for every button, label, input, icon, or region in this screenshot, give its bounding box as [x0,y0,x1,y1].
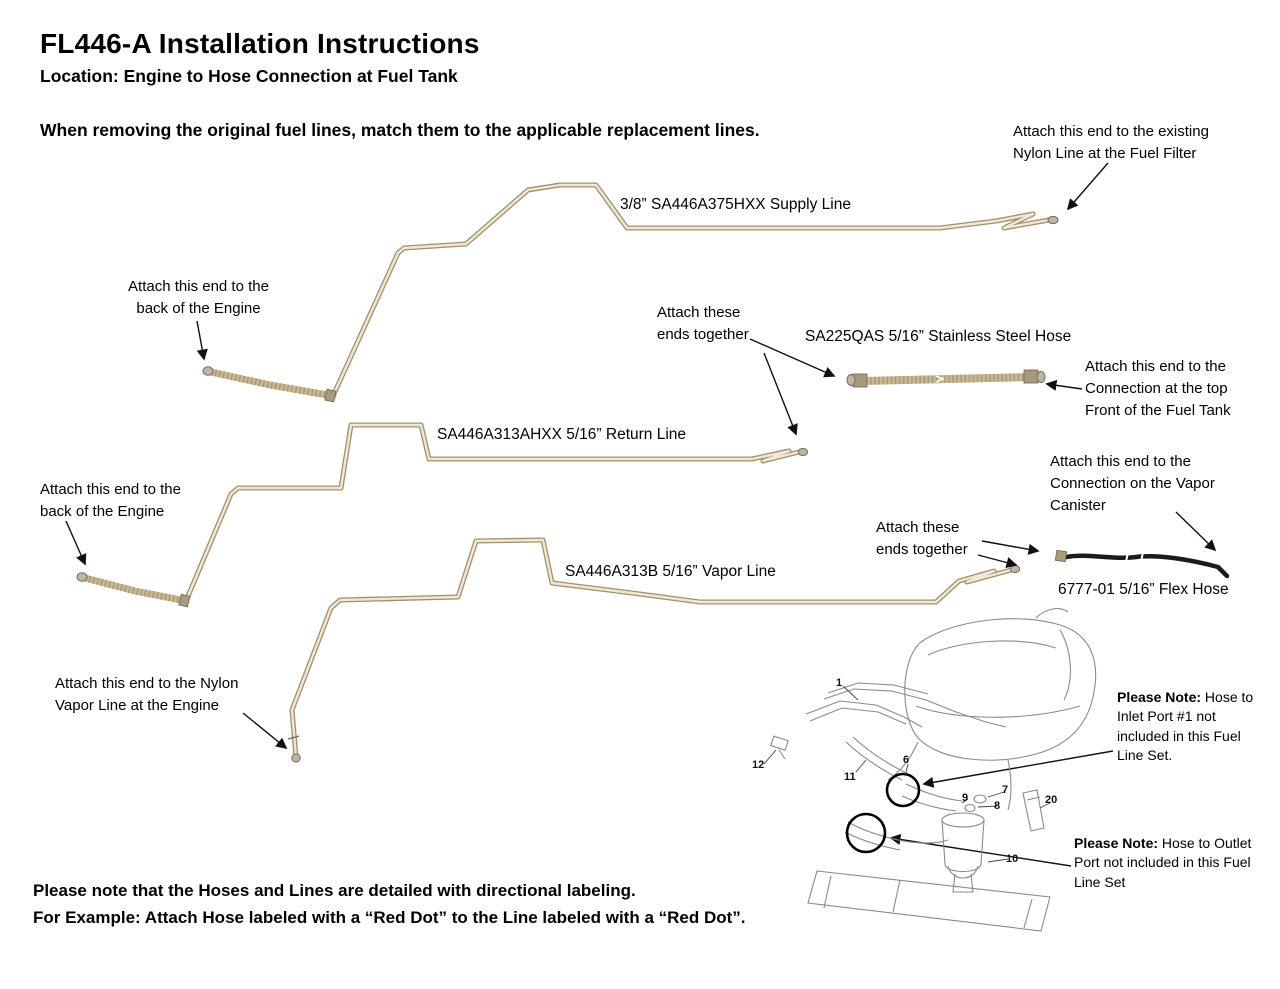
arrow-ends-together-1a [749,338,836,378]
return-line-drawing [76,422,809,608]
annotation-vapor-canister: Attach this end to the Connection on the… [1050,453,1215,514]
arrow-engine-back-supply [196,320,208,361]
annotation-ends-together-1: Attach these ends together [657,304,749,343]
arrow-note-inlet [922,750,1114,788]
note-outlet-bold: Please Note: [1074,835,1159,851]
annotation-ends-together-2: Attach these ends together [876,519,968,558]
part-callouts: 1 12 11 6 9 7 8 10 20 [752,677,1057,865]
outlet-port-circle [845,812,887,854]
fuel-tank-sketch [770,608,1097,932]
callout-8: 8 [994,800,1000,812]
callout-10: 10 [1006,853,1018,865]
arrow-fuel-filter [1066,162,1109,211]
callout-12: 12 [752,759,764,771]
flex-hose-drawing [1054,549,1230,579]
annotation-engine-back-return: Attach this end to the back of the Engin… [40,481,181,520]
highlight-circles [845,772,921,854]
note-outlet-port: Please Note: Hose to Outlet Port not inc… [1074,834,1254,892]
annotation-fuel-filter: Attach this end to the existing Nylon Li… [1013,123,1209,162]
callout-20: 20 [1045,794,1057,806]
annotation-nylon-vapor: Attach this end to the Nylon Vapor Line … [55,675,239,714]
callout-1: 1 [836,677,842,689]
supply-line-drawing [202,182,1059,403]
arrow-engine-back-return [65,520,87,566]
callout-6: 6 [903,754,909,766]
note-outlet-text: Hose to Outlet Port not included in this… [1074,835,1252,890]
label-return-line: SA446A313AHXX 5/16” Return Line [437,426,687,443]
footer-line-1: Please note that the Hoses and Lines are… [33,881,636,900]
note-inlet-text: Hose to Inlet Port #1 not included in th… [1117,689,1254,763]
label-supply-line: 3/8” SA446A375HXX Supply Line [620,196,851,213]
hose-direction-mark [935,375,946,383]
label-vapor-line: SA446A313B 5/16” Vapor Line [565,563,776,580]
arrow-vapor-canister [1175,511,1217,552]
note-inlet-bold: Please Note: [1117,689,1202,705]
intro-text: When removing the original fuel lines, m… [40,120,760,140]
ss-hose-drawing [846,369,1046,388]
callout-11: 11 [844,771,856,783]
arrow-ends-together-2b [977,554,1018,568]
label-ss-hose: SA225QAS 5/16” Stainless Steel Hose [805,328,1072,345]
label-flex-hose: 6777-01 5/16” Flex Hose [1058,581,1229,598]
annotation-engine-back-supply: Attach this end to the back of the Engin… [128,278,269,317]
arrow-ends-together-1b [763,352,798,436]
callout-9: 9 [962,792,968,804]
annotation-arrows [65,162,1217,867]
vapor-line-drawing [287,537,1021,763]
footer-line-2: For Example: Attach Hose labeled with a … [33,908,746,928]
page-subtitle: Location: Engine to Hose Connection at F… [40,66,458,86]
annotation-fuel-tank-front: Attach this end to the Connection at the… [1085,358,1231,419]
arrow-fuel-tank-front [1045,379,1083,391]
arrow-nylon-vapor [242,712,288,750]
inlet-port-circle [885,772,921,808]
arrow-ends-together-2a [981,540,1040,555]
callout-leaders [763,685,1051,863]
page-title: FL446-A Installation Instructions [40,28,480,59]
note-inlet-port: Please Note: Hose to Inlet Port #1 not i… [1117,688,1257,765]
footer-note: Please note that the Hoses and Lines are… [33,877,746,931]
callout-7: 7 [1002,784,1008,796]
